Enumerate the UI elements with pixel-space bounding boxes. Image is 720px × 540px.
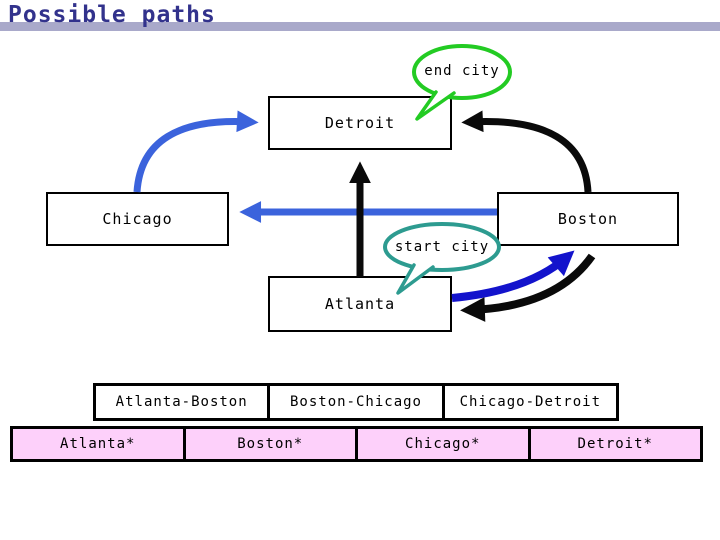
- node-cell-label: Atlanta*: [60, 436, 136, 452]
- arrow-boston-to-atlanta: [460, 253, 596, 322]
- edge-cell-label: Chicago-Detroit: [459, 394, 602, 410]
- node-cell-label: Chicago*: [405, 436, 481, 452]
- city-label-atlanta: Atlanta: [324, 295, 396, 313]
- edge-cell-atlanta-boston: Atlanta-Boston: [93, 383, 271, 421]
- node-cell-boston: Boston*: [182, 426, 358, 462]
- node-cell-label: Boston*: [237, 436, 304, 452]
- node-array-row: Atlanta* Boston* Chicago* Detroit*: [10, 426, 703, 462]
- city-label-boston: Boston: [557, 210, 619, 228]
- arrow-chicago-to-detroit: [133, 110, 259, 193]
- end-city-label: end city: [424, 63, 500, 79]
- city-box-boston: Boston: [497, 192, 679, 246]
- edge-cell-chicago-detroit: Chicago-Detroit: [441, 383, 619, 421]
- edge-cell-label: Atlanta-Boston: [115, 394, 248, 410]
- edge-pair-row: Atlanta-Boston Boston-Chicago Chicago-De…: [93, 383, 619, 421]
- edge-cell-boston-chicago: Boston-Chicago: [267, 383, 445, 421]
- title-underline-bar: [0, 22, 720, 31]
- city-box-chicago: Chicago: [46, 192, 229, 246]
- arrow-boston-to-detroit: [461, 110, 592, 193]
- city-label-chicago: Chicago: [102, 210, 173, 228]
- slide-title: Possible paths: [8, 2, 216, 28]
- node-cell-atlanta: Atlanta*: [10, 426, 186, 462]
- edge-cell-label: Boston-Chicago: [289, 394, 422, 410]
- start-city-label: start city: [394, 239, 490, 255]
- node-cell-chicago: Chicago*: [355, 426, 531, 462]
- city-label-detroit: Detroit: [324, 114, 396, 132]
- city-box-detroit: Detroit: [268, 96, 452, 150]
- node-cell-label: Detroit*: [577, 436, 653, 452]
- node-cell-detroit: Detroit*: [527, 426, 703, 462]
- arrow-atlanta-to-boston: [451, 250, 575, 302]
- city-box-atlanta: Atlanta: [268, 276, 452, 332]
